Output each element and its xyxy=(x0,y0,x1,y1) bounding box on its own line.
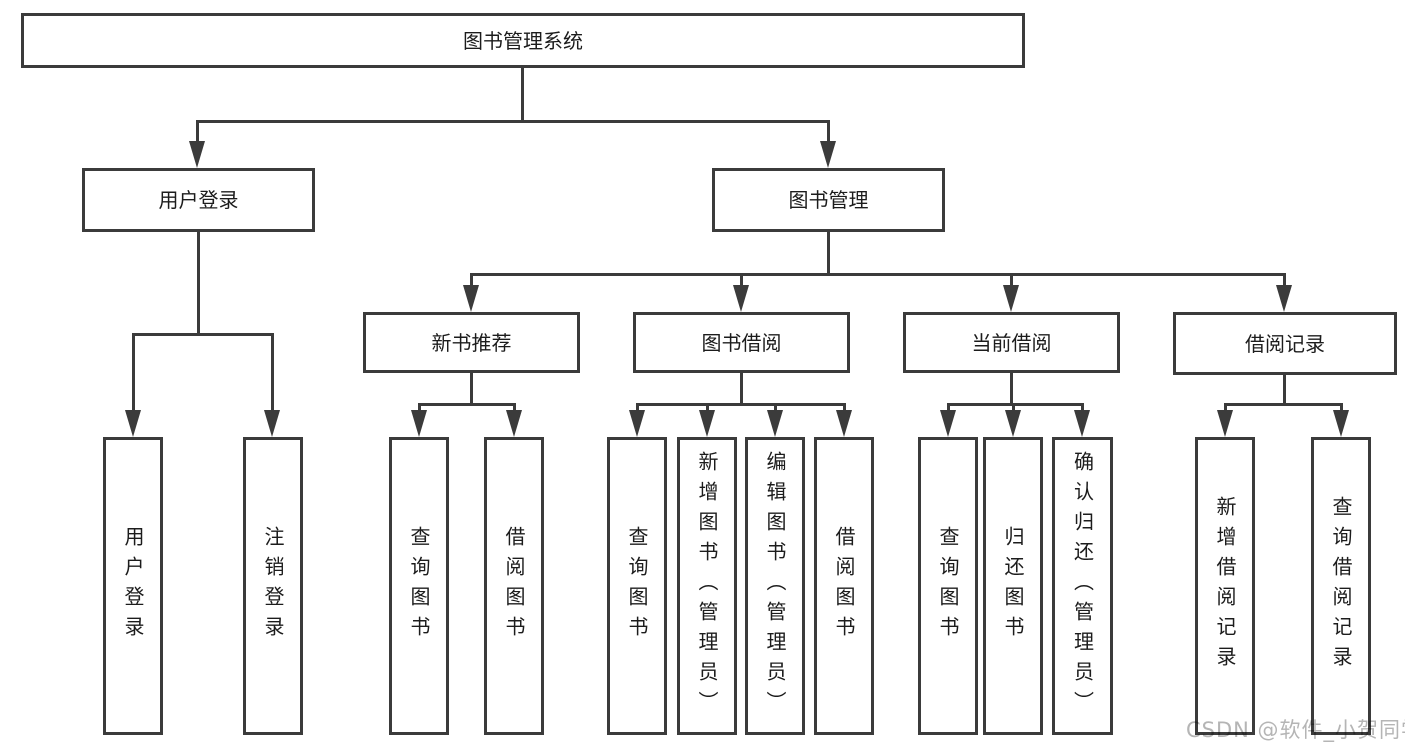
connector-line xyxy=(1010,273,1013,288)
arrow-down-icon xyxy=(1217,410,1233,437)
leaf-confirm-return-admin-label: 确认归还（管理员） xyxy=(1070,451,1095,721)
arrow-down-icon xyxy=(733,285,749,312)
arrow-down-icon xyxy=(836,410,852,437)
arrow-down-icon xyxy=(1005,410,1021,437)
node-book-management: 图书管理 xyxy=(712,168,945,232)
connector-line xyxy=(196,120,830,123)
node-root-label: 图书管理系统 xyxy=(463,28,583,53)
leaf-query-books-3-label: 查询图书 xyxy=(936,526,960,646)
connector-line xyxy=(1010,373,1013,406)
connector-line xyxy=(470,273,1286,276)
arrow-down-icon xyxy=(411,410,427,437)
connector-line xyxy=(521,68,524,123)
connector-line xyxy=(1283,273,1286,288)
connector-line xyxy=(132,333,274,336)
arrow-down-icon xyxy=(1003,285,1019,312)
connector-line xyxy=(827,120,830,146)
node-borrowing-records: 借阅记录 xyxy=(1173,312,1397,375)
leaf-return-books-label: 归还图书 xyxy=(1001,526,1025,646)
node-book-borrowing: 图书借阅 xyxy=(633,312,850,373)
leaf-query-books-1: 查询图书 xyxy=(389,437,449,735)
connector-line xyxy=(197,232,200,336)
leaf-query-books-2: 查询图书 xyxy=(607,437,667,735)
connector-line xyxy=(774,403,777,413)
connector-line xyxy=(132,333,135,413)
node-root: 图书管理系统 xyxy=(21,13,1025,68)
connector-line xyxy=(1224,403,1342,406)
connector-line xyxy=(636,403,639,413)
connector-line xyxy=(740,273,743,288)
leaf-add-borrow-record-label: 新增借阅记录 xyxy=(1213,496,1237,676)
leaf-borrow-books-2: 借阅图书 xyxy=(814,437,874,735)
connector-line xyxy=(470,373,473,406)
connector-line xyxy=(271,333,274,413)
node-new-book-recommend-label: 新书推荐 xyxy=(431,330,512,355)
node-new-book-recommend: 新书推荐 xyxy=(363,312,580,373)
arrow-down-icon xyxy=(940,410,956,437)
connector-line xyxy=(1012,403,1015,413)
leaf-query-books-1-label: 查询图书 xyxy=(407,526,431,646)
leaf-query-borrow-record-label: 查询借阅记录 xyxy=(1329,496,1353,676)
leaf-query-books-3: 查询图书 xyxy=(918,437,978,735)
leaf-add-books-admin-label: 新增图书（管理员） xyxy=(695,451,719,721)
node-book-management-label: 图书管理 xyxy=(788,188,869,212)
arrow-down-icon xyxy=(699,410,715,437)
leaf-edit-books-admin: 编辑图书（管理员） xyxy=(745,437,805,735)
arrow-down-icon xyxy=(820,141,836,168)
leaf-add-books-admin: 新增图书（管理员） xyxy=(677,437,737,735)
arrow-down-icon xyxy=(1276,285,1292,312)
connector-line xyxy=(1081,403,1084,413)
arrow-down-icon xyxy=(463,285,479,312)
node-borrowing-records-label: 借阅记录 xyxy=(1245,331,1325,356)
node-current-borrowing: 当前借阅 xyxy=(903,312,1120,373)
arrow-down-icon xyxy=(1333,410,1349,437)
connector-line xyxy=(706,403,709,413)
leaf-borrow-books-1: 借阅图书 xyxy=(484,437,544,735)
arrow-down-icon xyxy=(767,410,783,437)
node-current-borrowing-label: 当前借阅 xyxy=(971,330,1052,355)
leaf-add-borrow-record: 新增借阅记录 xyxy=(1195,437,1255,735)
connector-line xyxy=(1283,373,1286,406)
leaf-return-books: 归还图书 xyxy=(983,437,1043,735)
connector-line xyxy=(827,232,830,276)
connector-line xyxy=(196,120,199,146)
connector-line xyxy=(843,403,846,413)
connector-line xyxy=(947,403,1083,406)
leaf-borrow-books-1-label: 借阅图书 xyxy=(502,526,526,646)
arrow-down-icon xyxy=(125,410,141,437)
leaf-user-login: 用户登录 xyxy=(103,437,163,735)
connector-line xyxy=(418,403,515,406)
node-book-borrowing-label: 图书借阅 xyxy=(701,330,782,355)
csdn-watermark: CSDN @软件_小贺同学 xyxy=(1186,718,1405,742)
connector-line xyxy=(740,373,743,406)
leaf-query-books-2-label: 查询图书 xyxy=(625,526,649,646)
leaf-logout: 注销登录 xyxy=(243,437,303,735)
node-user-login: 用户登录 xyxy=(82,168,315,232)
connector-line xyxy=(470,273,473,288)
leaf-borrow-books-2-label: 借阅图书 xyxy=(832,526,856,646)
leaf-confirm-return-admin: 确认归还（管理员） xyxy=(1052,437,1113,735)
connector-line xyxy=(947,403,950,413)
leaf-logout-label: 注销登录 xyxy=(261,526,285,646)
connector-line xyxy=(418,403,421,413)
arrow-down-icon xyxy=(506,410,522,437)
arrow-down-icon xyxy=(189,141,205,168)
arrow-down-icon xyxy=(1074,410,1090,437)
leaf-edit-books-admin-label: 编辑图书（管理员） xyxy=(763,451,787,721)
arrow-down-icon xyxy=(264,410,280,437)
connector-line xyxy=(513,403,516,413)
leaf-user-login-label: 用户登录 xyxy=(121,526,145,646)
connector-line xyxy=(636,403,845,406)
arrow-down-icon xyxy=(629,410,645,437)
node-user-login-label: 用户登录 xyxy=(158,188,239,212)
connector-line xyxy=(1340,403,1343,413)
connector-line xyxy=(1224,403,1227,413)
leaf-query-borrow-record: 查询借阅记录 xyxy=(1311,437,1371,735)
